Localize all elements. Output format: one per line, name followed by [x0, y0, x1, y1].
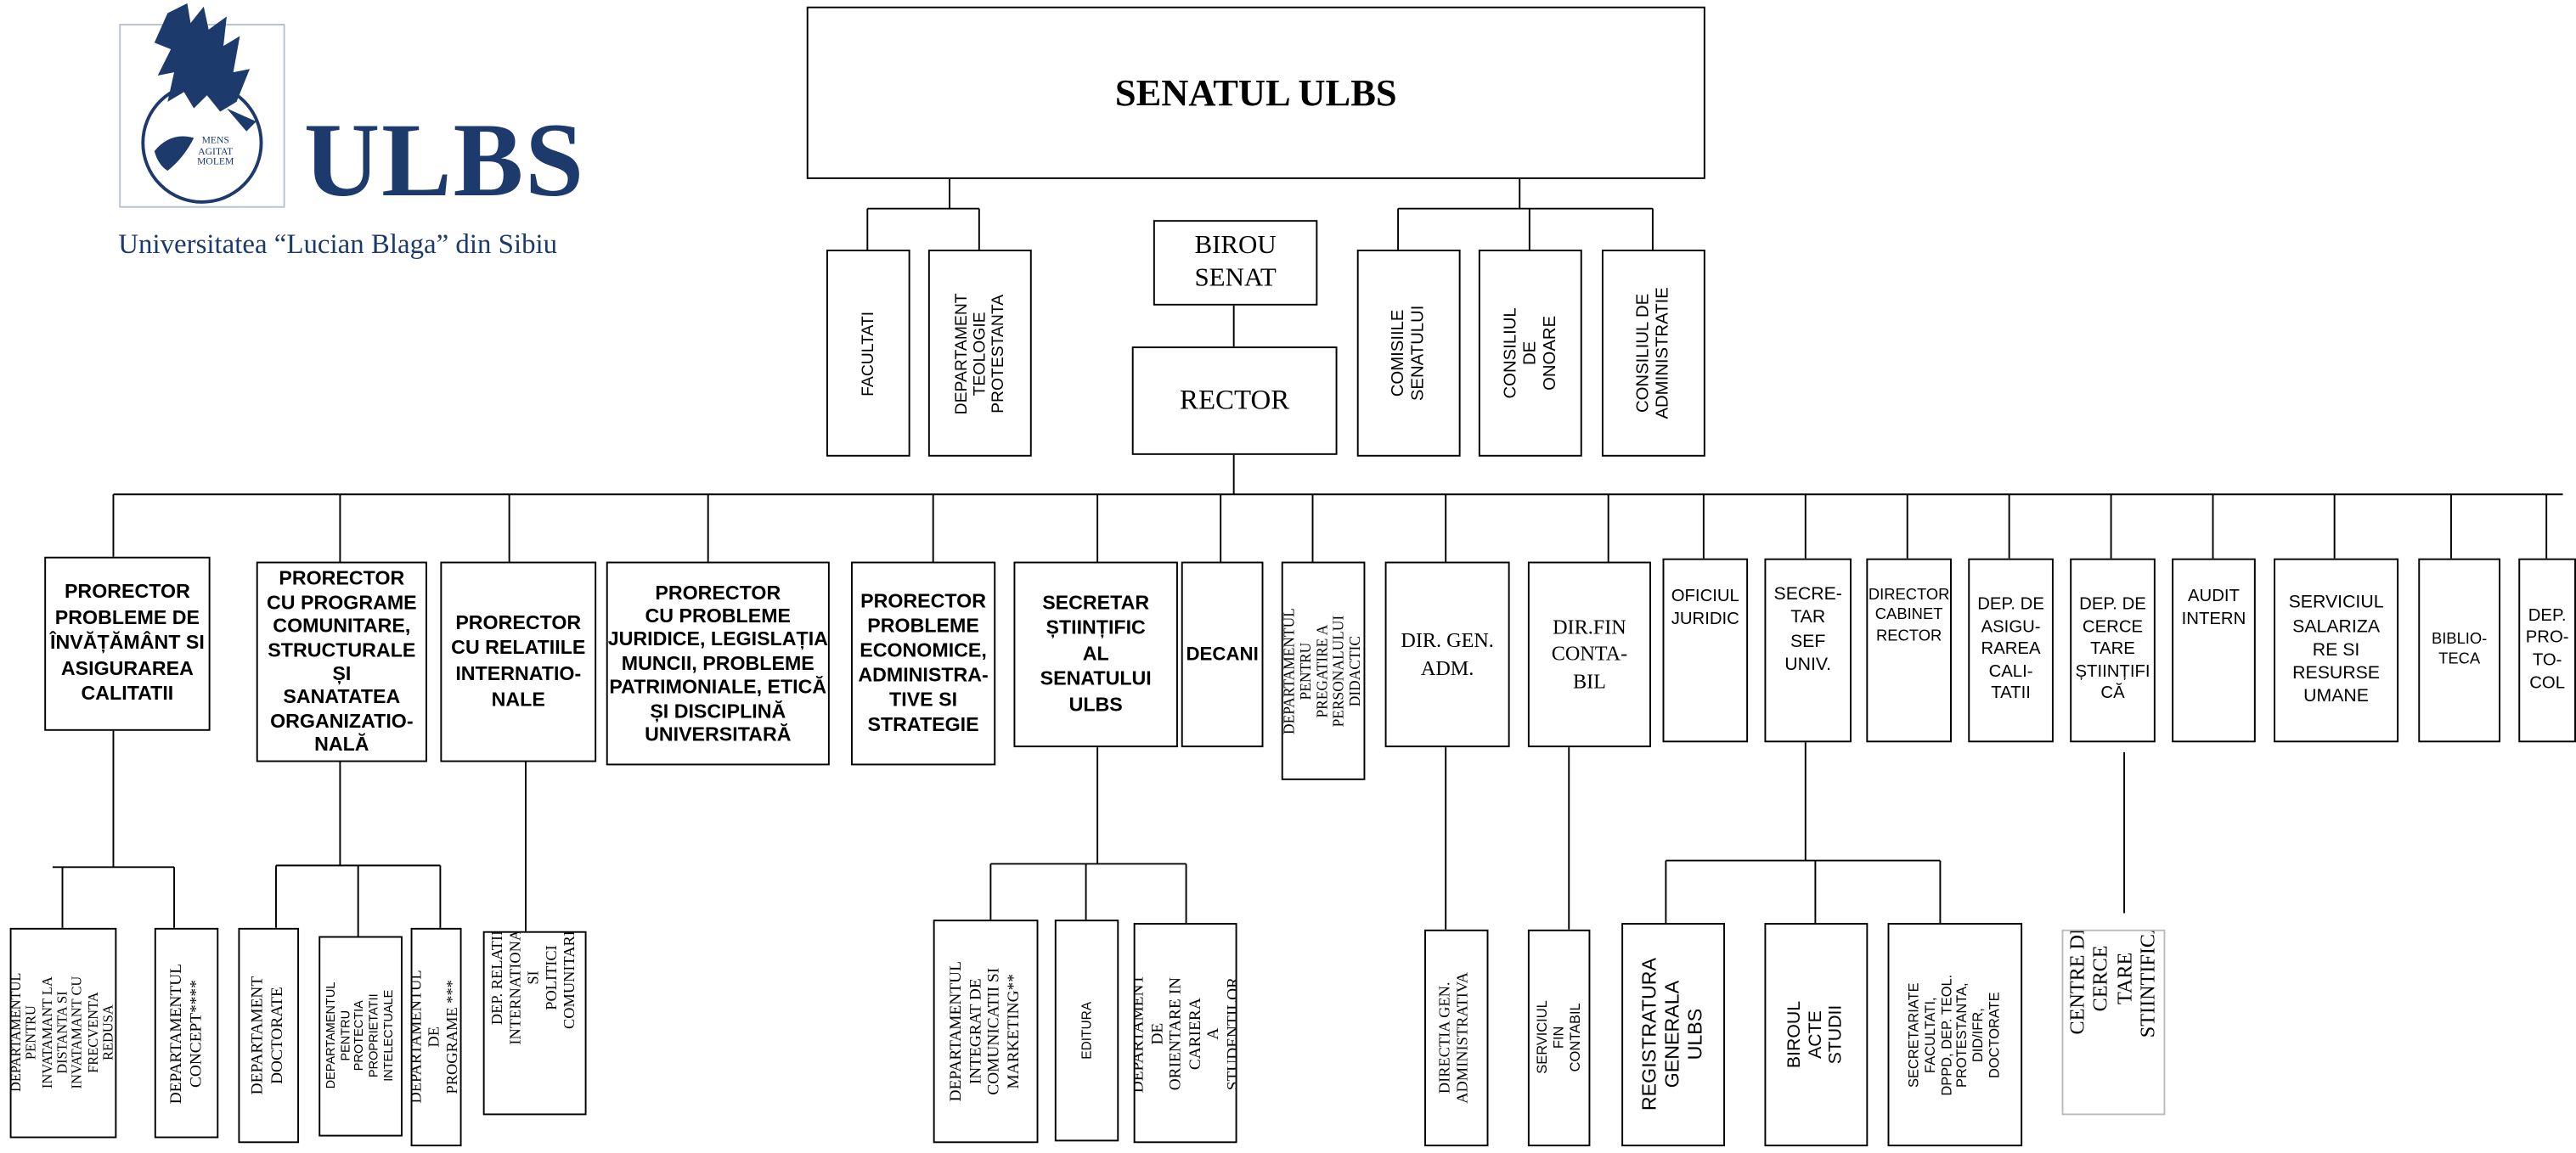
birou-senat-box: BIROU SENAT [1153, 220, 1318, 306]
eagle-seal-icon [119, 3, 285, 208]
logo-acronym: ULBS [303, 101, 585, 219]
facultati-box: FACULTATI [826, 250, 910, 457]
prorector-community-programs-box: PRORECTOR CU PROGRAME COMUNITARE, STRUCT… [256, 561, 427, 762]
rector-cabinet-director-box: DIRECTOR CABINET RECTOR [1866, 558, 1952, 743]
distance-learning-department-box: DEPARTAMENTUL PENTRU INVATAMANT LA DISTA… [9, 927, 117, 1139]
financial-director-box: DIR.FIN CONTA- BIL [1527, 561, 1651, 748]
hr-payroll-service-box: SERVICIUL SALARIZA RE SI RESURSE UMANE [2274, 558, 2399, 743]
international-relations-department-box: DEP. RELATII INTERNATIONALE SI POLITICI … [482, 931, 587, 1116]
faculty-secretariats-box: SECRETARIATE FACULTATI, DPPD, DEP. TEOL.… [1887, 923, 2023, 1147]
prorector-education-box: PRORECTOR PROBLEME DE ÎNVĂȚĂMÂNT SI ASIG… [44, 556, 211, 731]
scientific-secretary-box: SECRETAR ȘTIINȚIFIC AL SENATULUI ULBS [1013, 561, 1178, 748]
quality-assurance-department-box: DEP. DE ASIGU- RAREA CALI- TATII [1968, 558, 2054, 743]
doctoral-department-box: DEPARTAMENT DOCTORATE [238, 927, 300, 1144]
study-documents-office-box: BIROUL ACTE STUDII [1764, 923, 1869, 1147]
programs-department-box: DEPARTAMENTUL DE PROGRAME *** [410, 927, 462, 1147]
concept-department-box: DEPARTAMENTUL CONCEPT**** [154, 927, 219, 1139]
administration-council-box: CONSILIUL DE ADMINISTRATIE [1601, 250, 1705, 457]
career-orientation-department-box: DEPARTAMENT DE ORIENTARE IN CARIERA A ST… [1133, 923, 1237, 1144]
logo-motto: MENS AGITAT MOLEM [197, 136, 234, 168]
prorector-international-box: PRORECTOR CU RELATIILE INTERNATIO- NALE [440, 561, 597, 762]
legal-office-box: OFICIUL JURIDIC [1662, 558, 1749, 743]
rector-box: RECTOR [1131, 346, 1338, 455]
prorector-legal-box: PRORECTOR CU PROBLEME JURIDICE, LEGISLAȚ… [606, 561, 830, 766]
senate-box: SENATUL ULBS [806, 6, 1705, 179]
financial-accounting-service-box: SERVICIUL FIN CONTABIL [1527, 929, 1591, 1147]
research-centers-box: CENTRE DE CERCE TARE STIINTIFICA [2061, 929, 2166, 1116]
senate-commissions-box: COMISIILE SENATULUI [1356, 250, 1461, 457]
honor-council-box: CONSILIUL DE ONOARE [1478, 250, 1582, 457]
general-administrative-director-box: DIR. GEN. ADM. [1384, 561, 1510, 748]
deans-box: DECANI [1181, 561, 1264, 748]
communication-marketing-department-box: DEPARTAMENTUL INTEGRAT DE COMUNICATII SI… [933, 920, 1039, 1144]
theology-department-box: DEPARTAMENT TEOLOGIE PROTESTANTA [927, 250, 1032, 457]
org-chart-connectors [52, 177, 2563, 936]
publishing-house-box: EDITURA [1054, 920, 1119, 1142]
general-registry-box: REGISTRATURA GENERALA ULBS [1621, 923, 1726, 1147]
internal-audit-box: AUDIT INTERN [2172, 558, 2256, 743]
teacher-training-department-box: DEPARTAMENTUL PENTRU PREGATIRE A PERSONA… [1281, 561, 1366, 780]
library-box: BIBLIO- TECA [2418, 558, 2501, 743]
general-administrative-directorate-box: DIRECTIA GEN. ADMINISTRATIVA [1424, 929, 1489, 1147]
logo-university-name: Universitatea “Lucian Blaga” din Sibiu [118, 228, 558, 260]
scientific-research-department-box: DEP. DE CERCE TARE ȘTIINȚIFI CĂ [2070, 558, 2156, 743]
chief-secretary-box: SECRE- TAR SEF UNIV. [1764, 558, 1852, 743]
prorector-economic-box: PRORECTOR PROBLEME ECONOMICE, ADMINISTRA… [850, 561, 996, 766]
protocol-department-box: DEP. PRO- TO- COL [2518, 558, 2576, 743]
intellectual-property-department-box: DEPARTAMENTUL PENTRU PROTECTIA PROPRIETA… [318, 936, 403, 1137]
